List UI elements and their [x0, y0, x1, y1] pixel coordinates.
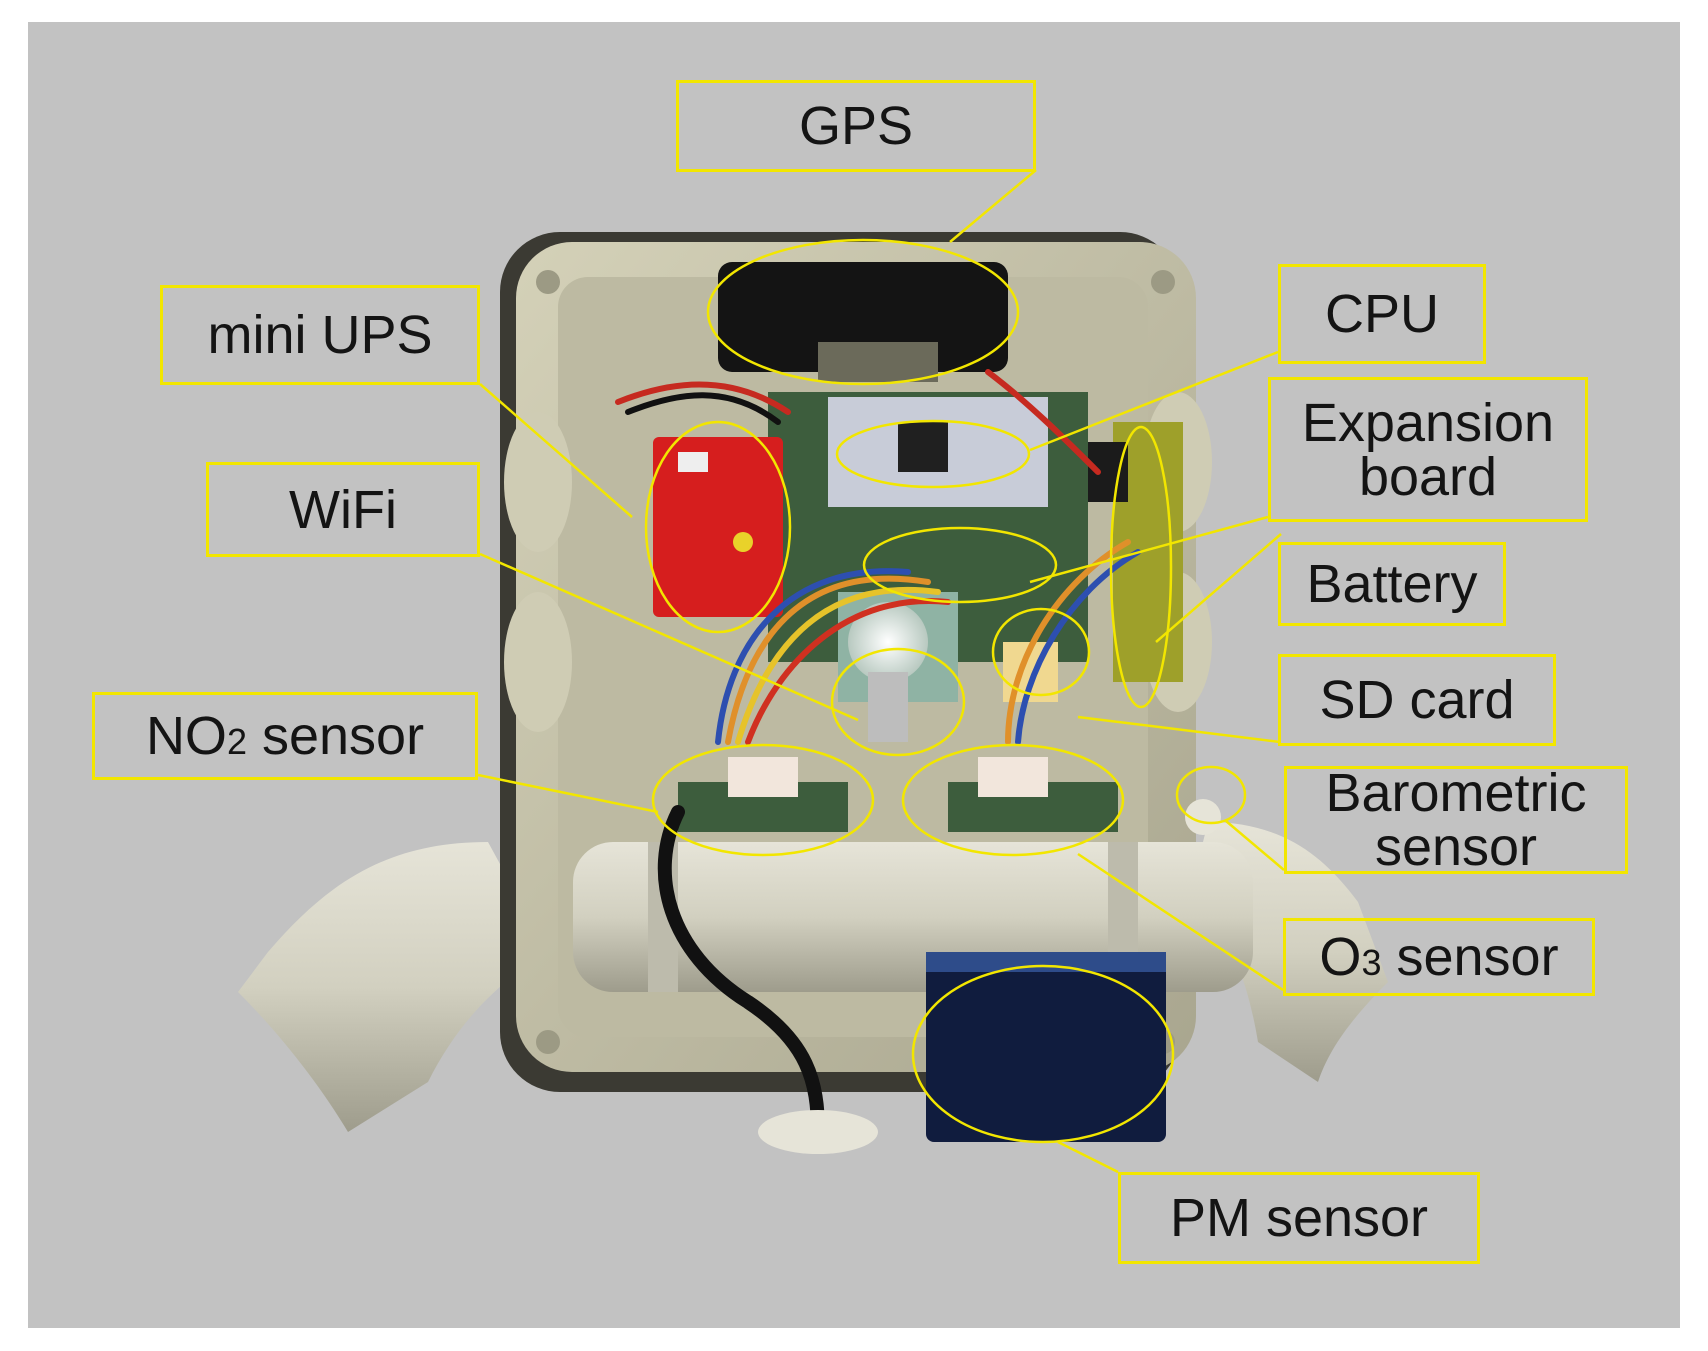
- cpu-highlight: [835, 419, 1031, 489]
- battery-label: Battery: [1278, 542, 1506, 626]
- o3-sensor-highlight: [901, 743, 1125, 857]
- cpu-label-text: CPU: [1324, 284, 1439, 344]
- gps-leader: [949, 169, 1037, 243]
- pm-sensor-label-text: PM sensor: [1169, 1188, 1429, 1248]
- barometric-sensor-label: Barometric sensor: [1284, 766, 1628, 874]
- o3-rest: sensor: [1381, 927, 1559, 987]
- sd-card-highlight: [991, 607, 1091, 697]
- mini-ups-label-text: mini UPS: [207, 305, 433, 365]
- pm-sensor-highlight: [911, 964, 1175, 1144]
- gps-label: GPS: [676, 80, 1036, 172]
- mini-ups-label: mini UPS: [160, 285, 480, 385]
- no2-sensor-label-text: NO2 sensor: [146, 709, 424, 763]
- o3-sensor-label-text: O3 sensor: [1319, 930, 1558, 984]
- cpu-label: CPU: [1278, 264, 1486, 364]
- no2-sensor-highlight: [651, 743, 875, 857]
- mini-ups-leader: [479, 383, 633, 518]
- wifi-leader: [479, 552, 859, 722]
- mini-ups-board: [653, 437, 783, 617]
- no2-rest: sensor: [246, 706, 425, 766]
- expansion-board-label: Expansion board: [1268, 377, 1588, 522]
- no2-subscript: 2: [226, 721, 247, 762]
- photo-frame: GPS mini UPS CPU Expansion board WiFi Ba…: [28, 22, 1680, 1328]
- gps-highlight: [706, 238, 1020, 386]
- expansion-board-line1: Expansion: [1301, 392, 1555, 453]
- expansion-board-highlight: [862, 526, 1058, 604]
- sd-card-leader: [1077, 715, 1281, 744]
- mini-ups-highlight: [644, 420, 792, 634]
- no2-main: NO: [145, 706, 227, 766]
- left-pipe: [238, 842, 548, 1132]
- barometric-leader: [1225, 820, 1285, 871]
- pm-sensor-leader: [1057, 1140, 1119, 1174]
- no2-sensor-label: NO2 sensor: [92, 692, 478, 780]
- sd-card-label: SD card: [1278, 654, 1556, 746]
- battery-label-text: Battery: [1306, 554, 1478, 614]
- gps-label-text: GPS: [798, 96, 914, 156]
- sd-card-label-text: SD card: [1319, 670, 1515, 730]
- battery-highlight: [1109, 425, 1173, 709]
- o3-main: O: [1319, 927, 1362, 987]
- battery-leader: [1155, 533, 1282, 643]
- barometric-highlight: [1175, 765, 1247, 825]
- wifi-label-text: WiFi: [289, 479, 397, 540]
- barometric-sensor-module: [1185, 799, 1221, 835]
- wifi-label: WiFi: [206, 462, 480, 557]
- no2-sensor-leader: [477, 773, 659, 814]
- device-photo: [238, 169, 1388, 1174]
- barometric-line1: Barometric: [1325, 763, 1587, 823]
- expansion-board-line2: board: [1358, 446, 1498, 507]
- o3-sensor-leader: [1077, 852, 1284, 992]
- barometric-line2: sensor: [1374, 817, 1538, 877]
- pm-sensor-module: [926, 952, 1166, 1142]
- cpu-leader: [1029, 350, 1279, 452]
- pm-sensor-label: PM sensor: [1118, 1172, 1480, 1264]
- wifi-highlight: [830, 647, 966, 757]
- expansion-board-leader: [1029, 515, 1269, 584]
- o3-subscript: 3: [1361, 942, 1382, 983]
- o3-sensor-label: O3 sensor: [1283, 918, 1595, 996]
